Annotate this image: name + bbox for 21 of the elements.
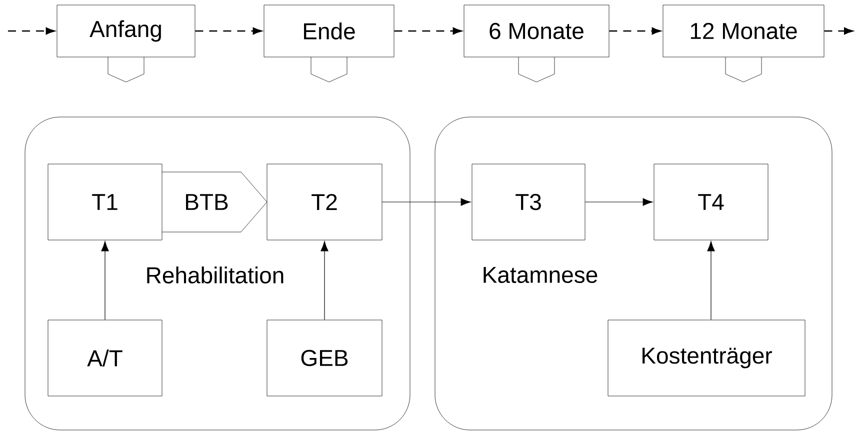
process-box: T1	[48, 164, 162, 240]
process-box: T4	[654, 164, 768, 240]
arrow	[707, 241, 715, 320]
time-point-box: 12 Monate	[662, 4, 824, 82]
arrow	[101, 241, 109, 320]
process-box: GEB	[266, 320, 382, 396]
time-point-box: Ende	[264, 4, 394, 82]
arrow	[584, 198, 653, 206]
arrow	[8, 27, 55, 35]
process-box: A/T	[48, 320, 162, 396]
arrow	[195, 27, 262, 35]
process-box: T3	[472, 164, 586, 240]
time-point-box: 6 Monate	[464, 4, 610, 82]
process-box: Kostenträger	[608, 320, 806, 396]
process-box: T2	[266, 164, 382, 240]
time-point-box: Anfang	[56, 4, 196, 82]
arrow	[382, 198, 471, 206]
arrow	[394, 27, 462, 35]
arrow	[320, 241, 328, 320]
arrow	[609, 27, 661, 35]
arrow	[824, 27, 854, 35]
